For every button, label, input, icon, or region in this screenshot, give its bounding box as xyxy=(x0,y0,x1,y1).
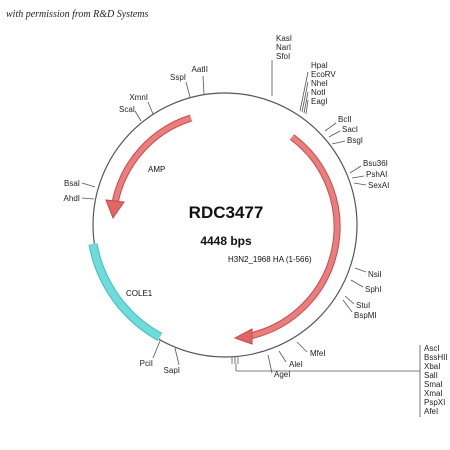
tick-bsgl xyxy=(331,140,346,145)
site-bspmi: BspMI xyxy=(354,311,377,320)
tick-bsu36i xyxy=(349,165,362,174)
tick-pcil xyxy=(152,340,161,359)
tick-mfel xyxy=(296,341,308,353)
tick-xmnl xyxy=(147,101,154,115)
tick-alel xyxy=(278,350,287,363)
tick-bcil xyxy=(324,122,337,132)
amp-arrow-body xyxy=(112,115,192,204)
amp-arrow-head xyxy=(105,199,125,220)
site-xbal: XbaI xyxy=(424,362,440,371)
tick-hpal-4 xyxy=(305,99,309,115)
site-alel: AleI xyxy=(289,360,303,369)
site-ecorv: EcoRV xyxy=(311,70,336,79)
site-sspl: SspI xyxy=(170,73,186,82)
site-xmal: XmaI xyxy=(424,389,443,398)
tick-sspl xyxy=(185,81,191,98)
site-aatll: AatII xyxy=(192,65,208,74)
tick-agel xyxy=(267,354,273,374)
ha-arrow-body xyxy=(249,134,340,339)
ha-label: H3N2_1968 HA (1-566) xyxy=(228,255,312,264)
site-nsil: NsiI xyxy=(368,270,382,279)
site-pcil: PciI xyxy=(140,359,153,368)
site-afel: AfeI xyxy=(424,407,438,416)
tick-scal xyxy=(134,110,142,122)
site-sfol: SfoI xyxy=(276,52,290,61)
cole1-label: COLE1 xyxy=(126,289,153,298)
site-sall: SalI xyxy=(424,371,438,380)
cole1-block xyxy=(89,243,162,341)
site-bcil: BcII xyxy=(338,115,352,124)
tick-sexai xyxy=(353,182,367,186)
ha-arrow-head xyxy=(233,328,253,345)
site-ascl: AscI xyxy=(424,344,440,353)
tick-sacl xyxy=(328,130,341,138)
site-ticks xyxy=(81,60,421,417)
tick-sapl xyxy=(174,347,180,366)
tick-ahdl xyxy=(81,197,95,200)
tick-hpal-1 xyxy=(299,71,309,112)
amp-arrow-outline xyxy=(111,114,193,204)
site-smal: SmaI xyxy=(424,380,443,389)
tick-hpal-3 xyxy=(303,91,309,114)
site-nhel: NheI xyxy=(311,79,328,88)
site-ahdl: AhdI xyxy=(64,194,80,203)
site-agel: AgeI xyxy=(274,370,290,379)
site-sacl: SacI xyxy=(342,125,358,134)
site-mfel: MfeI xyxy=(310,349,326,358)
site-bsu36i: Bsu36I xyxy=(363,159,388,168)
site-eagl: EagI xyxy=(311,97,327,106)
site-pshai: PshAI xyxy=(366,170,387,179)
tick-bspmi xyxy=(342,299,353,313)
site-sexai: SexAI xyxy=(368,181,389,190)
tick-hpal-2 xyxy=(301,81,309,113)
site-scal: ScaI xyxy=(119,105,135,114)
tick-nsil xyxy=(354,267,367,273)
tick-stul xyxy=(344,295,355,305)
site-sapl: SapI xyxy=(164,366,180,375)
tick-pshai xyxy=(351,175,365,179)
ha-arrow-outline xyxy=(249,134,341,340)
plasmid-size: 4448 bps xyxy=(200,234,252,248)
tick-aatll xyxy=(202,75,205,95)
amp-feature xyxy=(105,114,193,220)
site-xmnl: XmnI xyxy=(129,93,148,102)
amp-label: AMP xyxy=(148,165,165,174)
ha-feature xyxy=(233,134,341,345)
site-notl: NotI xyxy=(311,88,326,97)
site-sphl: SphI xyxy=(365,285,381,294)
site-bsshii: BssHII xyxy=(424,353,448,362)
site-kasl: KasI xyxy=(276,34,292,43)
plasmid-backbone xyxy=(92,92,358,358)
plasmid-name: RDC3477 xyxy=(189,203,264,222)
site-narl: NarI xyxy=(276,43,291,52)
site-pspxi: PspXI xyxy=(424,398,445,407)
tick-sphl xyxy=(350,279,364,288)
site-bsal: BsaI xyxy=(64,179,80,188)
site-stul: StuI xyxy=(356,301,370,310)
permission-note: with permission from R&D Systems xyxy=(6,9,149,20)
site-hpal: HpaI xyxy=(311,61,328,70)
tick-bsal xyxy=(81,182,96,188)
site-bsgl: BsgI xyxy=(347,136,363,145)
